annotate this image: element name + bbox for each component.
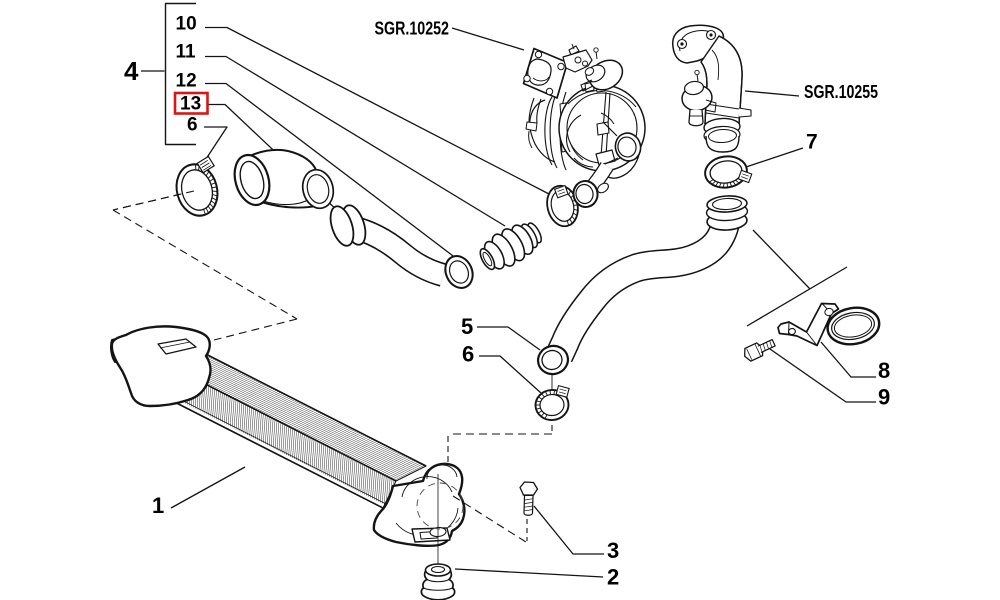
- svg-text:6: 6: [462, 342, 474, 367]
- svg-text:8: 8: [878, 358, 890, 383]
- svg-text:11: 11: [176, 42, 197, 63]
- svg-text:9: 9: [878, 385, 890, 410]
- svg-text:SGR.10252: SGR.10252: [375, 18, 450, 39]
- svg-text:10: 10: [176, 14, 197, 35]
- svg-text:12: 12: [176, 71, 197, 92]
- svg-text:7: 7: [806, 131, 818, 154]
- svg-text:1: 1: [152, 493, 164, 518]
- svg-text:5: 5: [461, 314, 473, 339]
- svg-text:4: 4: [124, 56, 139, 86]
- svg-text:SGR.10255: SGR.10255: [804, 81, 878, 102]
- svg-text:13: 13: [180, 94, 201, 115]
- svg-text:6: 6: [187, 115, 198, 136]
- svg-text:3: 3: [607, 538, 619, 563]
- svg-text:2: 2: [607, 565, 619, 590]
